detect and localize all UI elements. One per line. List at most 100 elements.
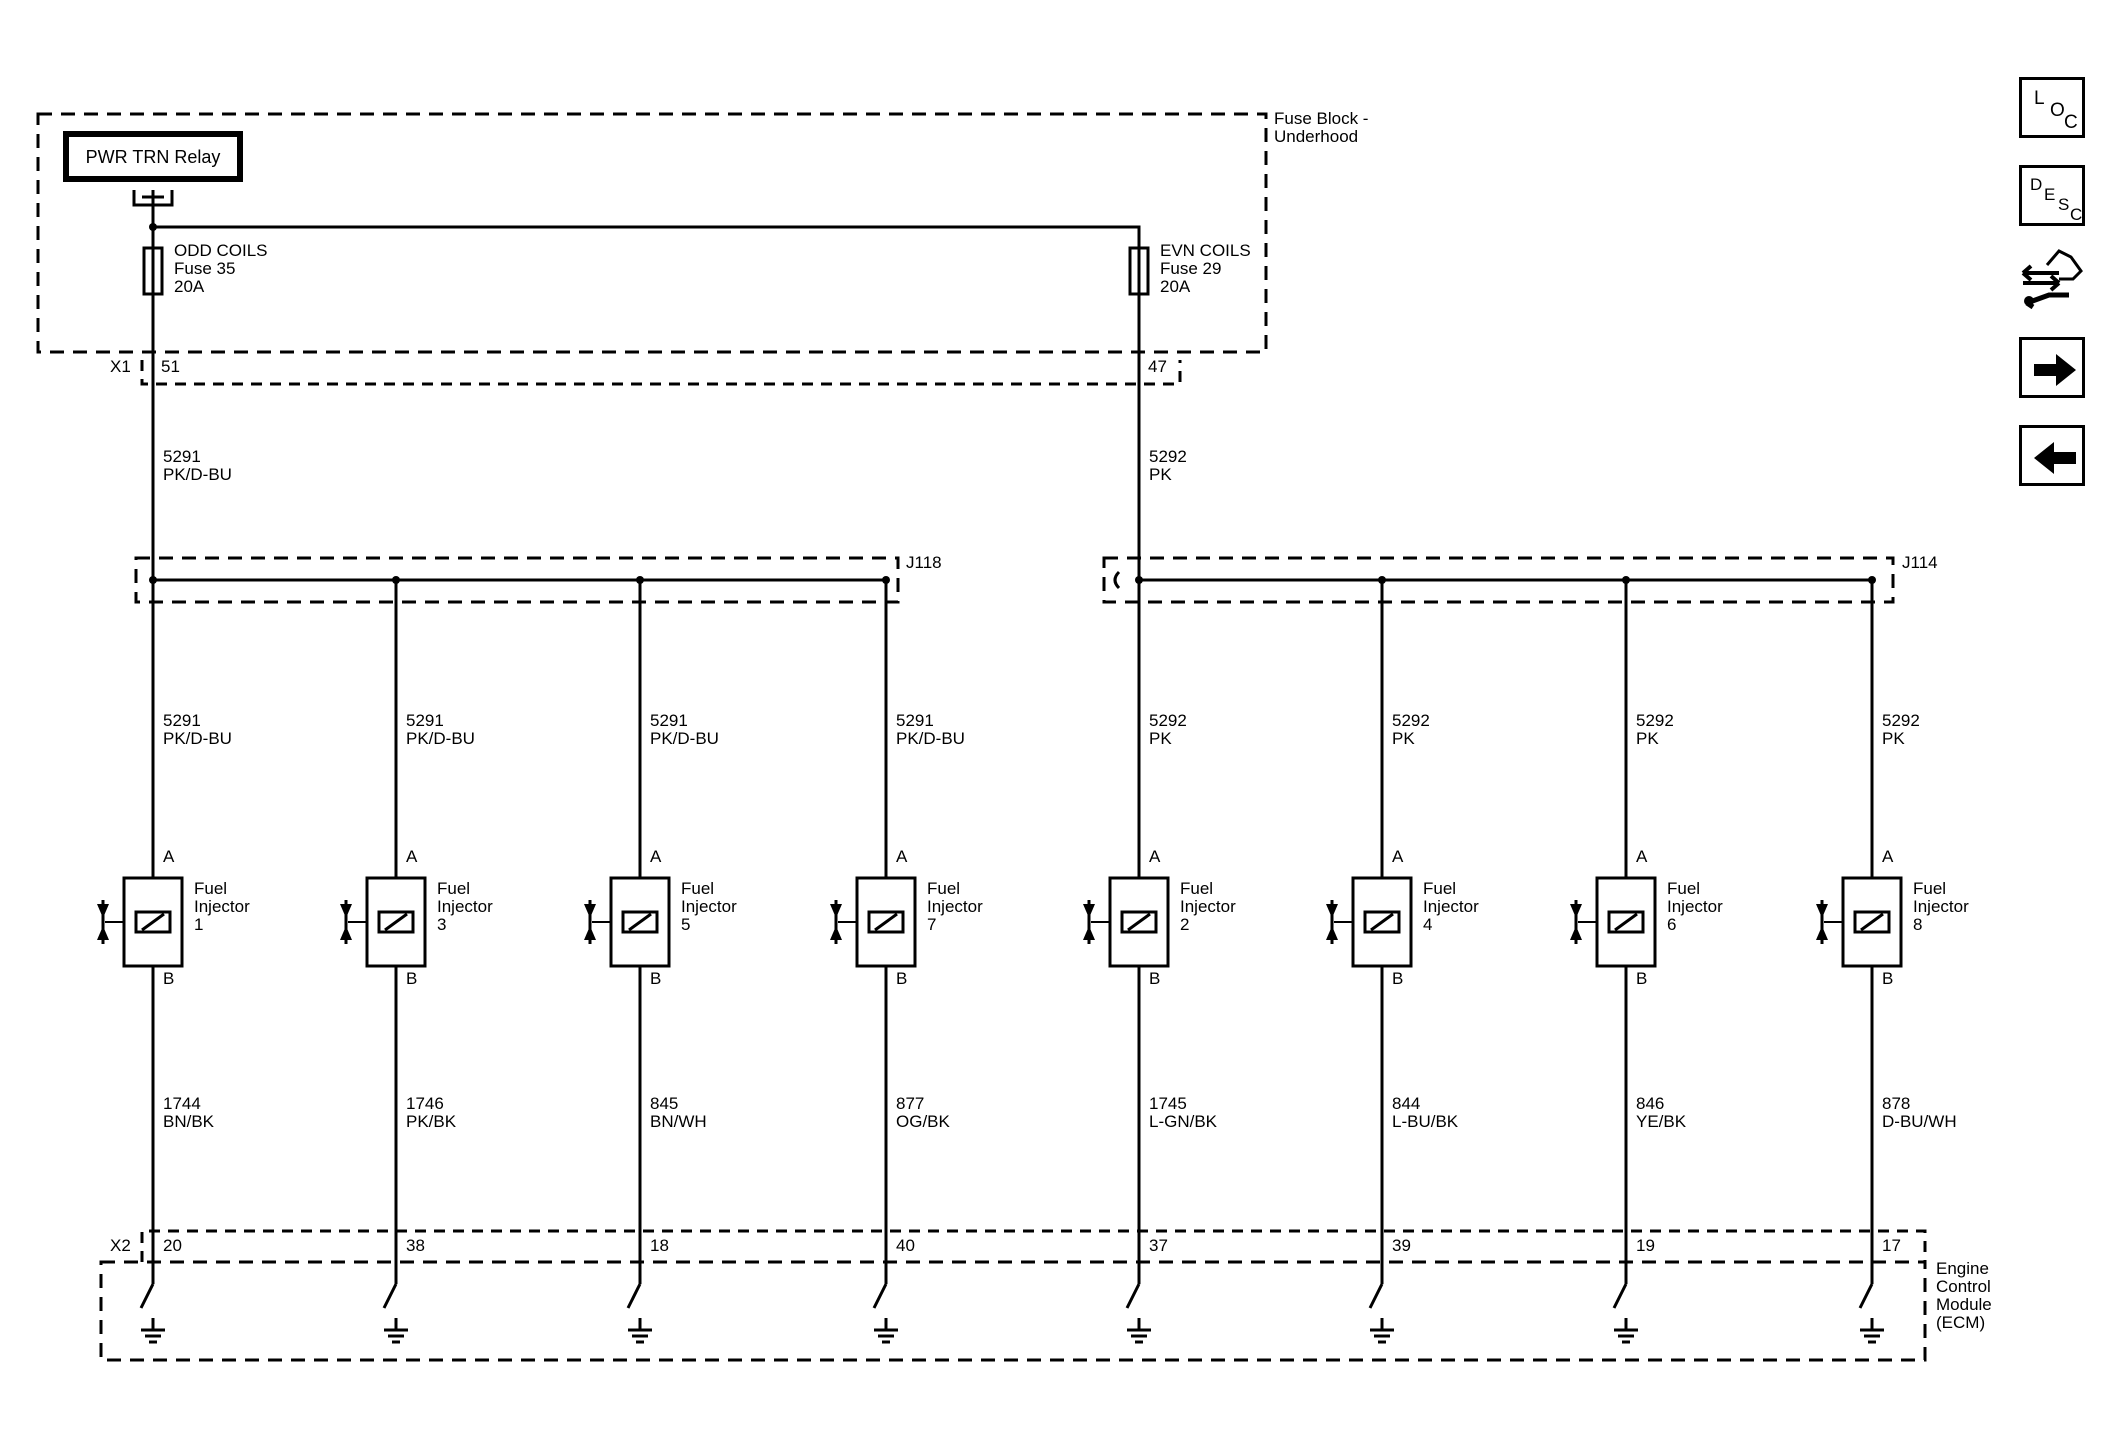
injector-name-line1: Fuel (1913, 879, 1946, 898)
loc-button[interactable]: L O C (2019, 77, 2085, 138)
injector-number: 1 (194, 915, 203, 934)
wire-b-color: BN/WH (650, 1112, 707, 1131)
driver-switch-icon (382, 1283, 398, 1309)
actuator-arrow-up-icon (1570, 926, 1582, 940)
desc-button[interactable]: D E S C (2019, 165, 2085, 226)
splice-dot (1868, 576, 1876, 584)
solenoid-core-icon (384, 912, 408, 932)
connector-end-view-button[interactable] (2019, 245, 2085, 315)
desc-letter-e: E (2044, 185, 2055, 204)
splice-dot (392, 576, 400, 584)
actuator-arrow-down-icon (584, 904, 596, 918)
injector-name-line1: Fuel (1667, 879, 1700, 898)
wire-b-circuit: 1746 (406, 1094, 444, 1113)
driver-switch-icon (872, 1283, 888, 1309)
splice-dot (636, 576, 644, 584)
pwr-trn-relay-box[interactable] (63, 131, 243, 182)
ground-icon (1127, 1318, 1151, 1344)
wire-a-circuit: 5291 (406, 711, 444, 730)
loc-letter-o: O (2050, 100, 2065, 121)
wire-a-circuit: 5292 (1636, 711, 1674, 730)
x1-connector-label: X1 (110, 357, 131, 376)
wire-a-circuit: 5292 (1392, 711, 1430, 730)
next-page-button[interactable] (2019, 337, 2085, 398)
solenoid-core-icon (628, 912, 652, 932)
actuator-arrow-down-icon (97, 904, 109, 918)
desc-letter-d: D (2030, 175, 2042, 194)
wire-b-color: OG/BK (896, 1112, 951, 1131)
splice-j114-outline (1102, 556, 1895, 604)
pin-b-label: B (650, 969, 661, 988)
ecm-pin-label: 20 (163, 1236, 182, 1255)
splice-j114-crossover-icon (1113, 570, 1121, 590)
pin-b-label: B (1149, 969, 1160, 988)
wire-b-circuit: 877 (896, 1094, 924, 1113)
ecm-title-2: Control (1936, 1277, 1991, 1296)
wire-b-circuit: 844 (1392, 1094, 1420, 1113)
pin-a-label: A (1392, 847, 1404, 866)
solenoid-core-icon (1370, 912, 1394, 932)
wire-b-circuit: 845 (650, 1094, 678, 1113)
wire-b-color: BN/BK (163, 1112, 215, 1131)
splice-dot (882, 576, 890, 584)
fuse-even-number: Fuse 29 (1160, 259, 1221, 278)
driver-switch-icon (626, 1283, 642, 1309)
solenoid-core-icon (874, 912, 898, 932)
x2-connector-label: X2 (110, 1236, 131, 1255)
pin-a-label: A (406, 847, 418, 866)
injector-number: 7 (927, 915, 936, 934)
wire-a-circuit: 5291 (896, 711, 934, 730)
injector-name-line2: Injector (437, 897, 493, 916)
wire-a-circuit: 5291 (650, 711, 688, 730)
ground-icon (628, 1318, 652, 1344)
ecm-pin-label: 39 (1392, 1236, 1411, 1255)
fuse-even-rating: 20A (1160, 277, 1191, 296)
actuator-arrow-up-icon (830, 926, 842, 940)
injector-name-line2: Injector (194, 897, 250, 916)
ecm-outline (99, 1260, 1927, 1362)
fuse-odd-rating: 20A (174, 277, 205, 296)
injector-body (1108, 876, 1170, 968)
pin-a-label: A (1882, 847, 1894, 866)
x1-pin-odd: 51 (161, 357, 180, 376)
fuse-block-outline (36, 112, 1268, 354)
pin-b-label: B (1392, 969, 1403, 988)
ecm-title-3: Module (1936, 1295, 1992, 1314)
ecm-title-1: Engine (1936, 1259, 1989, 1278)
wire-b-color: D-BU/WH (1882, 1112, 1957, 1131)
feed-even-color: PK (1149, 465, 1172, 484)
desc-letter-c: C (2070, 205, 2082, 224)
injector-name-line2: Injector (1423, 897, 1479, 916)
previous-page-button[interactable] (2019, 425, 2085, 486)
injector-name-line2: Injector (1913, 897, 1969, 916)
splice-dot (1622, 576, 1630, 584)
splice-dot (1135, 576, 1143, 584)
pin-b-label: B (896, 969, 907, 988)
actuator-arrow-up-icon (340, 926, 352, 940)
fuse-odd-number: Fuse 35 (174, 259, 235, 278)
injector-name-line2: Injector (1180, 897, 1236, 916)
splice-j118-label: J118 (906, 553, 942, 572)
fuse-block-title: Fuse Block - (1274, 109, 1368, 128)
wire-a-color: PK (1882, 729, 1905, 748)
pin-a-label: A (163, 847, 175, 866)
actuator-arrow-down-icon (1083, 904, 1095, 918)
wire-a-color: PK/D-BU (650, 729, 719, 748)
pin-a-label: A (650, 847, 662, 866)
previous-page-arrow-icon (2034, 442, 2076, 474)
ecm-pin-label: 17 (1882, 1236, 1901, 1255)
desc-letter-s: S (2058, 195, 2069, 214)
actuator-arrow-down-icon (1816, 904, 1828, 918)
x1-connector-outline (140, 360, 1182, 386)
driver-switch-icon (139, 1283, 155, 1309)
wire-b-circuit: 1745 (1149, 1094, 1187, 1113)
